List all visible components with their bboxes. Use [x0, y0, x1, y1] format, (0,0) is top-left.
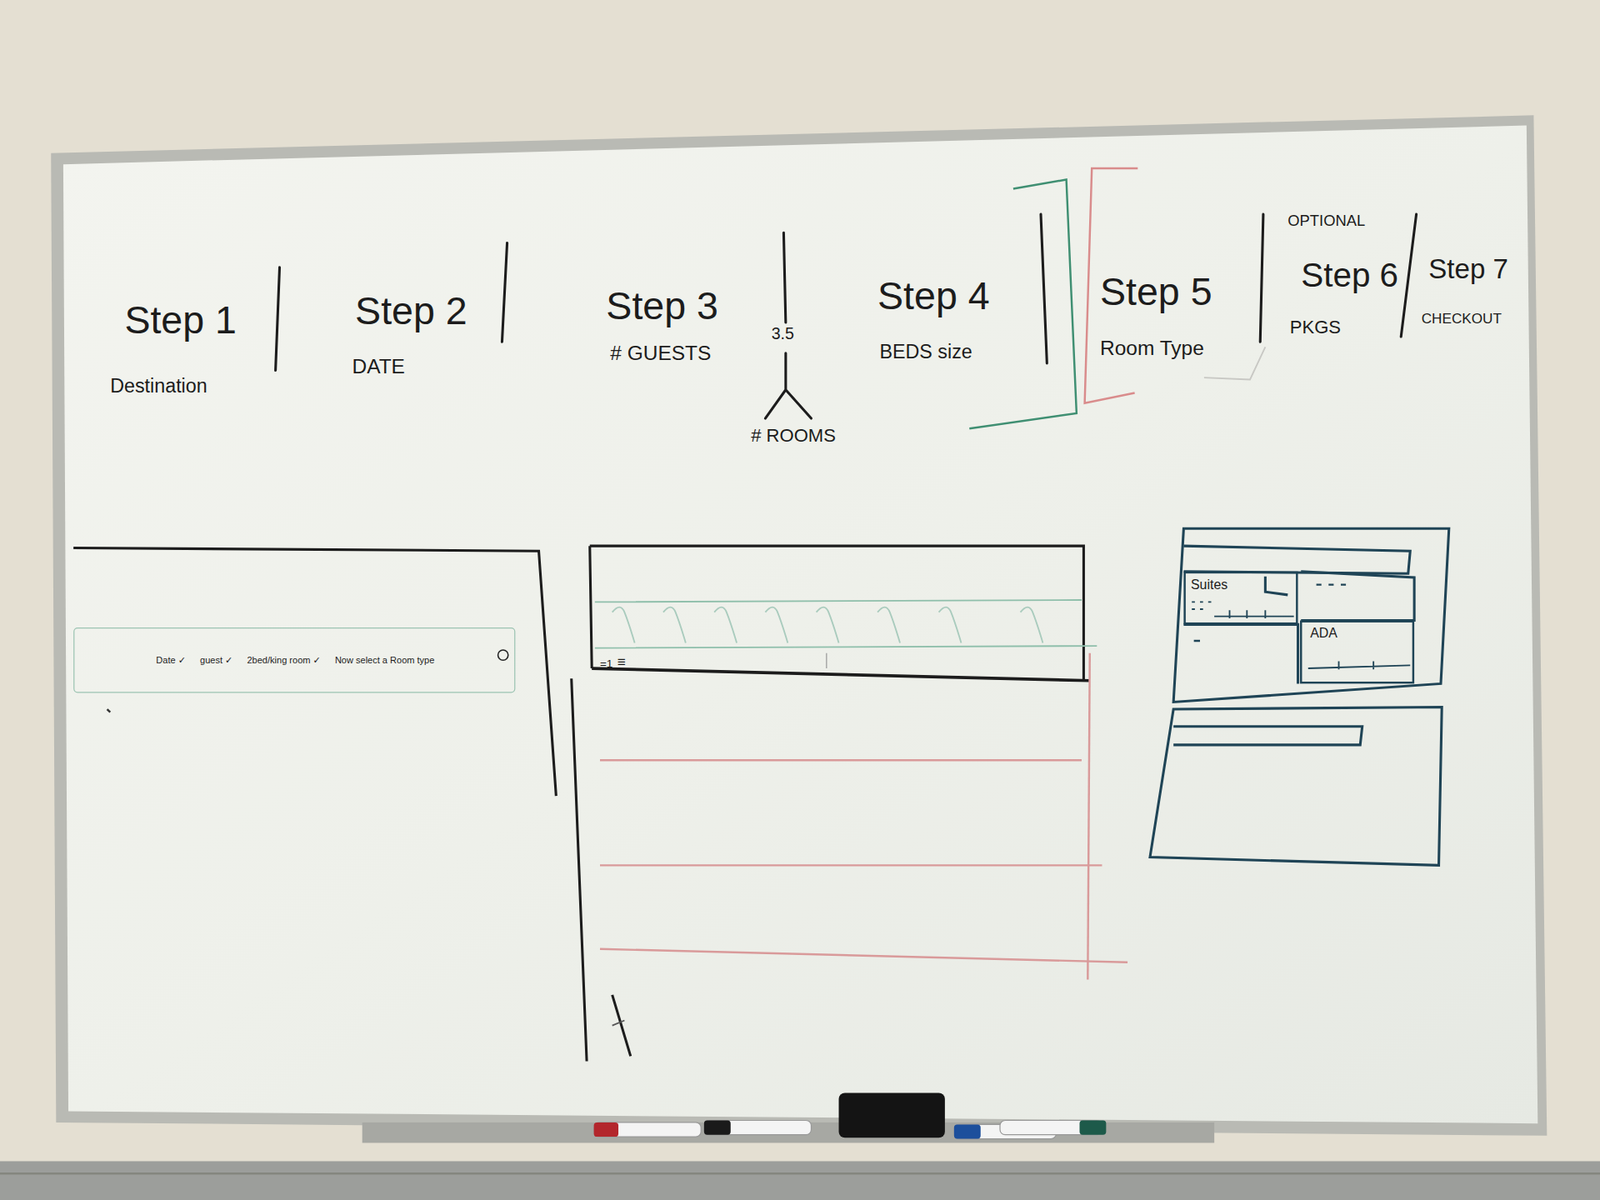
divider-line [501, 242, 507, 342]
handwritten-label: Step 2 [355, 290, 468, 334]
breadcrumb-bar: Date ✓ guest ✓ 2bed/king room ✓ Now select … [73, 627, 515, 693]
card-title: ADA [1310, 626, 1406, 642]
calendar-strip [595, 600, 1097, 649]
split-line [765, 353, 811, 419]
card-title: Suites [1190, 577, 1290, 593]
marker-cap [594, 1122, 619, 1137]
handwritten-label: Room Type [1100, 336, 1205, 360]
wireframe-rule [591, 668, 1090, 681]
handwritten-label: Step 3 [605, 285, 719, 329]
result-row-line [600, 760, 1128, 962]
result-column-line [1087, 653, 1090, 980]
wireframe-mark [1191, 601, 1294, 619]
wireframe-cell [1300, 571, 1415, 621]
marker-cap [704, 1120, 731, 1135]
handwritten-label: Step 6 [1300, 257, 1399, 295]
next-button-icon [498, 650, 509, 660]
divider-line [1400, 214, 1416, 337]
breadcrumb-item: guest ✓ [200, 655, 233, 666]
faint-mark [1204, 346, 1265, 380]
handwritten-label: DATE [351, 355, 405, 378]
wireframe-mark [1265, 576, 1288, 595]
wireframe-mark [1308, 660, 1410, 670]
marker-cap [1080, 1120, 1107, 1135]
cabinet [0, 1160, 1600, 1200]
wireframe-cell [1183, 624, 1298, 684]
marker [594, 1122, 702, 1137]
handwritten-label: BEDS size [880, 341, 973, 364]
calendar-squiggle [612, 607, 1044, 644]
breadcrumb-item: Date ✓ [155, 655, 186, 666]
handwritten-label: PKGS [1290, 318, 1341, 339]
divider-line [783, 232, 785, 323]
cabinet-edge [0, 1172, 1600, 1175]
faint-mark [107, 709, 111, 713]
handwritten-label: 3.5 [771, 324, 795, 343]
handwritten-label: CHECKOUT [1421, 310, 1502, 327]
breadcrumb-item: Now select a Room type [335, 655, 435, 666]
handwritten-label: ≡ [617, 654, 626, 670]
handwritten-label: # GUESTS [610, 341, 711, 365]
divider-line [1260, 214, 1264, 342]
marker-cap [954, 1124, 981, 1139]
handwritten-label: Destination [110, 376, 207, 399]
wireframe-bar [1173, 726, 1363, 745]
faint-mark [825, 653, 827, 669]
room-type-card: Suites [1183, 571, 1298, 625]
wireframe-outline [590, 545, 1085, 681]
wireframe-outline [1173, 528, 1450, 702]
handwritten-label: Step 5 [1100, 271, 1213, 315]
marker [704, 1120, 812, 1135]
divider-line [1040, 214, 1047, 364]
board-surface [63, 125, 1538, 1125]
faint-mark [612, 1020, 625, 1025]
wireframe-outline [1150, 707, 1442, 866]
handwritten-label: Step 1 [124, 300, 237, 343]
handwritten-label: Step 4 [877, 275, 990, 319]
handwritten-label: # ROOMS [750, 426, 836, 447]
handwritten-label: =1 [600, 657, 613, 670]
handwritten-label: OPTIONAL [1287, 212, 1365, 230]
board-frame [50, 115, 1547, 1135]
wireframe-outline [571, 678, 631, 1061]
divider-line [275, 267, 280, 371]
eraser [839, 1092, 945, 1138]
room-type-card: ADA [1300, 620, 1415, 684]
handwritten-label: Step 7 [1428, 255, 1509, 285]
wireframe-header [1183, 545, 1410, 574]
wireframe-outline [73, 548, 556, 797]
breadcrumb-item: 2bed/king room ✓ [246, 655, 320, 666]
